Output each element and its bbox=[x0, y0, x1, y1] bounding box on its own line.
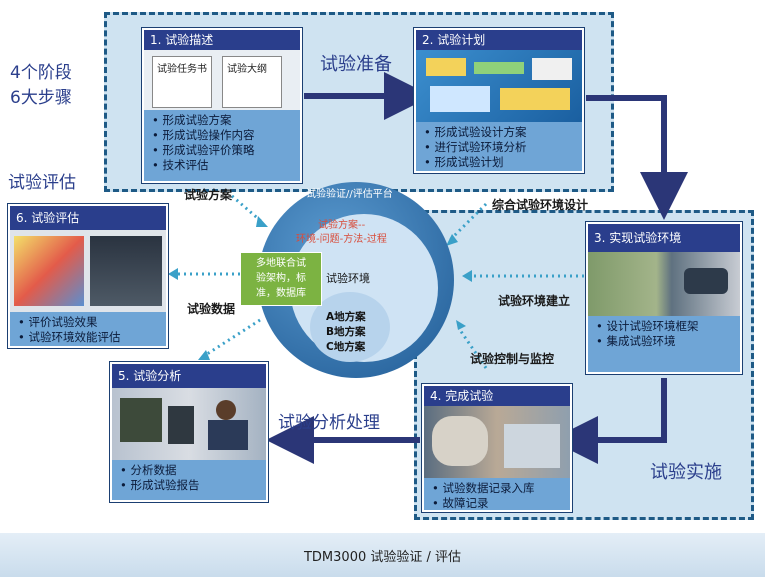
dotted-control bbox=[458, 329, 488, 369]
flow-data-label: 试验数据 bbox=[187, 302, 236, 316]
step-4-item: 故障记录 bbox=[432, 496, 570, 511]
implement-phase-label: 试验实施 bbox=[650, 462, 722, 483]
step-3-photo bbox=[588, 252, 740, 316]
footer-title: TDM3000 试验验证 / 评估 bbox=[303, 550, 462, 565]
doc-task-book: 试验任务书 bbox=[152, 56, 212, 108]
step-3-title: 3. 实现试验环境 bbox=[588, 224, 740, 252]
step-2-diagram-image bbox=[416, 50, 582, 122]
evaluation-phase-label: 试验评估 bbox=[8, 173, 76, 193]
environment-label: 试验环境 bbox=[326, 272, 370, 285]
step-3-item: 设计试验环境框架 bbox=[596, 319, 740, 334]
doc-outline: 试验大纲 bbox=[222, 56, 282, 108]
center-inner-line2: 环境-问题-方法-过程 bbox=[296, 234, 387, 245]
step-1-body: 形成试验方案 形成试验操作内容 形成试验评价策略 技术评估 bbox=[144, 110, 300, 181]
flow-env-build-label: 试验环境建立 bbox=[498, 294, 571, 308]
step-5-body: 分析数据 形成试验报告 bbox=[112, 460, 266, 500]
step-1-item: 形成试验操作内容 bbox=[152, 128, 300, 143]
flow-env-design-label: 综合试验环境设计 bbox=[492, 198, 589, 212]
flow-plan-label: 试验方案 bbox=[184, 188, 233, 202]
step-2-body: 形成试验设计方案 进行试验环境分析 形成试验计划 bbox=[416, 122, 582, 171]
plan-b: B地方案 bbox=[326, 326, 366, 338]
step-5-title: 5. 试验分析 bbox=[112, 364, 266, 388]
step-1-describe: 1. 试验描述 试验任务书 试验大纲 形成试验方案 形成试验操作内容 形成试验评… bbox=[141, 27, 303, 184]
step-2-plan: 2. 试验计划 形成试验设计方案 进行试验环境分析 形成试验计划 bbox=[413, 27, 585, 174]
plans-circle bbox=[310, 292, 390, 362]
prepare-phase-label: 试验准备 bbox=[320, 54, 392, 75]
arrow-2-to-3 bbox=[586, 95, 688, 220]
footer-bar: TDM3000 试验验证 / 评估 bbox=[0, 533, 765, 577]
step-1-title: 1. 试验描述 bbox=[144, 30, 300, 50]
plan-a: A地方案 bbox=[326, 311, 366, 323]
stages-label: 4个阶段 6大步骤 bbox=[10, 63, 72, 108]
arrow-3-to-4 bbox=[550, 378, 667, 464]
step-5-analysis: 5. 试验分析 分析数据 形成试验报告 bbox=[109, 361, 269, 503]
step-4-title: 4. 完成试验 bbox=[424, 386, 570, 406]
step-6-body: 评价试验效果 试验环境效能评估 bbox=[10, 312, 166, 346]
step-2-title: 2. 试验计划 bbox=[416, 30, 582, 50]
center-inner-line1: 试验方案-- bbox=[318, 220, 366, 231]
step-4-item: 试验数据记录入库 bbox=[432, 481, 570, 496]
plan-c: C地方案 bbox=[326, 341, 366, 353]
step-4-execute: 4. 完成试验 试验数据记录入库 故障记录 bbox=[421, 383, 573, 513]
step-4-photo bbox=[424, 406, 570, 478]
step-4-body: 试验数据记录入库 故障记录 bbox=[424, 478, 570, 510]
step-1-item: 技术评估 bbox=[152, 158, 300, 173]
step-5-item: 分析数据 bbox=[120, 463, 266, 478]
step-5-item: 形成试验报告 bbox=[120, 478, 266, 493]
step-6-evaluate: 6. 试验评估 评价试验效果 试验环境效能评估 bbox=[7, 203, 169, 349]
step-2-item: 形成试验设计方案 bbox=[424, 125, 582, 140]
step-6-title: 6. 试验评估 bbox=[10, 206, 166, 230]
step-1-item: 形成试验评价策略 bbox=[152, 143, 300, 158]
database-box: 多地联合试 验架构，标 准，数据库 bbox=[240, 252, 322, 306]
dotted-data-down bbox=[203, 318, 261, 358]
step-1-docs-area: 试验任务书 试验大纲 bbox=[144, 50, 300, 110]
step-3-item: 集成试验环境 bbox=[596, 334, 740, 349]
step-2-item: 形成试验计划 bbox=[424, 155, 582, 170]
flow-control-label: 试验控制与监控 bbox=[470, 352, 555, 366]
platform-label: 试验验证//评估平台 bbox=[306, 189, 393, 200]
step-1-item: 形成试验方案 bbox=[152, 113, 300, 128]
dotted-plan bbox=[231, 194, 263, 224]
step-6-photo bbox=[10, 230, 166, 312]
step-3-environment: 3. 实现试验环境 设计试验环境框架 集成试验环境 bbox=[585, 221, 743, 375]
flow-analysis-label: 试验分析处理 bbox=[278, 413, 380, 433]
step-6-item: 评价试验效果 bbox=[18, 315, 166, 330]
dotted-env-design bbox=[448, 202, 488, 242]
step-6-item: 试验环境效能评估 bbox=[18, 330, 166, 345]
step-2-item: 进行试验环境分析 bbox=[424, 140, 582, 155]
step-3-body: 设计试验环境框架 集成试验环境 bbox=[588, 316, 740, 372]
step-5-photo bbox=[112, 388, 266, 460]
